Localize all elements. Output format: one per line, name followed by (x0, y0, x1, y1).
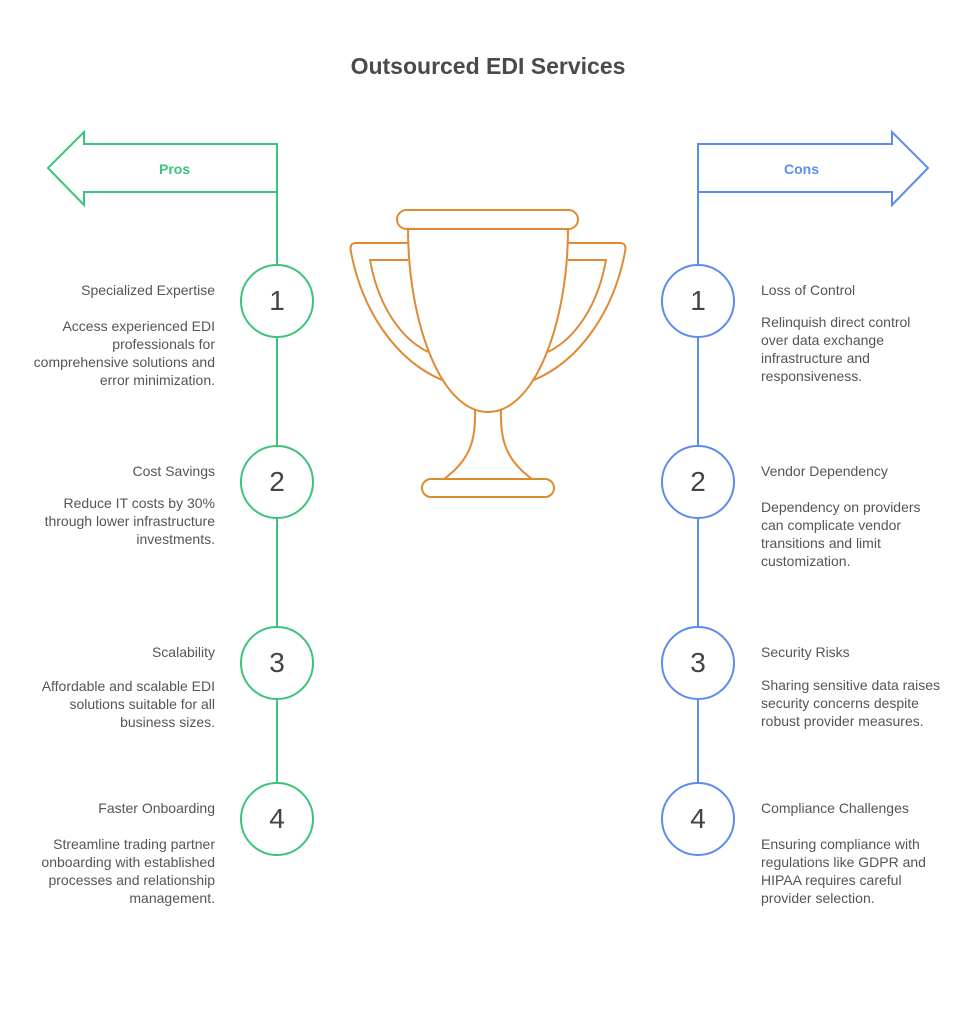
cons-item: Loss of Control Relinquish direct contro… (761, 281, 941, 385)
cons-step-number: 2 (690, 466, 706, 497)
pros-label: Pros (159, 161, 191, 177)
item-title: Scalability (151, 644, 215, 660)
item-title: Specialized Expertise (81, 282, 215, 298)
item-title: Vendor Dependency (761, 463, 888, 479)
pros-item: Cost Savings Reduce IT costs by 30% thro… (25, 462, 215, 548)
pros-step-circle (240, 445, 314, 519)
cons-item: Compliance Challenges Ensuring complianc… (761, 799, 941, 907)
item-description: Affordable and scalable EDI solutions su… (41, 678, 215, 730)
pros-step-number: 3 (269, 647, 285, 678)
item-description: Streamline trading partner onboarding wi… (41, 836, 215, 906)
trophy-icon (349, 209, 627, 498)
item-title: Loss of Control (761, 282, 856, 298)
pros-step-circle (240, 626, 314, 700)
item-description: Sharing sensitive data raises security c… (761, 677, 940, 729)
cons-item: Security Risks Sharing sensitive data ra… (761, 643, 941, 730)
cons-item: Vendor Dependency Dependency on provider… (761, 462, 941, 570)
cons-step-circle (661, 445, 735, 519)
item-description: Ensuring compliance with regulations lik… (761, 836, 926, 906)
page-title: Outsourced EDI Services (350, 53, 626, 79)
item-description: Reduce IT costs by 30% through lower inf… (44, 495, 215, 547)
pros-step-number: 2 (269, 466, 285, 497)
pros-item: Specialized Expertise Access experienced… (25, 281, 215, 389)
cons-step-circle (661, 782, 735, 856)
cons-step-circle (661, 626, 735, 700)
pros-item: Scalability Affordable and scalable EDI … (25, 643, 215, 731)
cons-label: Cons (784, 161, 819, 177)
pros-item: Faster Onboarding Streamline trading par… (25, 799, 215, 907)
item-title: Cost Savings (132, 463, 215, 479)
pros-arrow (46, 129, 278, 208)
item-description: Relinquish direct control over data exch… (761, 314, 911, 384)
item-description: Dependency on providers can complicate v… (761, 499, 921, 569)
cons-step-circle (661, 264, 735, 338)
cons-arrow (697, 129, 930, 208)
item-description: Access experienced EDI professionals for… (33, 318, 215, 388)
pros-step-number: 1 (269, 285, 285, 316)
item-title: Security Risks (761, 644, 850, 660)
item-title: Compliance Challenges (761, 800, 909, 816)
pros-step-circle (240, 782, 314, 856)
pros-step-number: 4 (269, 803, 285, 834)
cons-step-number: 3 (690, 647, 706, 678)
pros-step-circle (240, 264, 314, 338)
cons-step-number: 1 (690, 285, 706, 316)
item-title: Faster Onboarding (98, 800, 215, 816)
cons-step-number: 4 (690, 803, 706, 834)
